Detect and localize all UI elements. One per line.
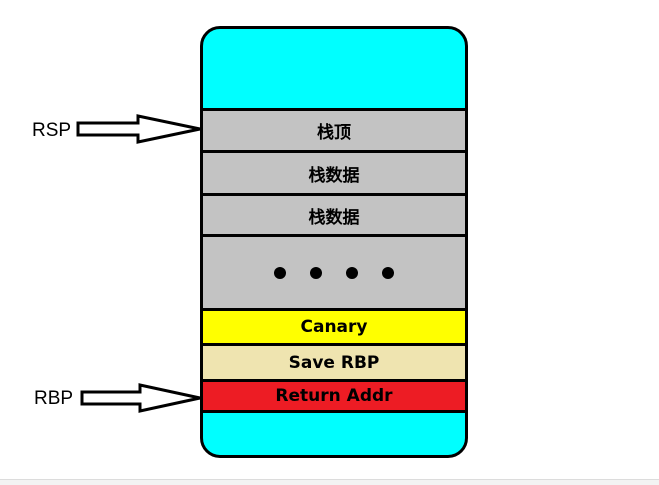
save-rbp-cell: Save RBP <box>203 346 465 379</box>
bottom-edge-strip <box>0 479 659 485</box>
return-addr-label: Return Addr <box>275 386 393 406</box>
canary-cell: Canary <box>203 311 465 343</box>
stack-data-label-2: 栈数据 <box>308 207 360 228</box>
canary-label: Canary <box>300 317 368 337</box>
rsp-label: RSP <box>32 120 72 141</box>
stack-data-label-1: 栈数据 <box>308 165 360 186</box>
stack-divider <box>203 379 465 382</box>
stack-bottom-free-space <box>203 413 465 455</box>
stack-top-cell: 栈顶 <box>203 111 465 150</box>
return-addr-cell: Return Addr <box>203 382 465 410</box>
stack-divider <box>203 150 465 153</box>
stack-divider <box>203 308 465 311</box>
stack-divider <box>203 193 465 196</box>
stack-divider <box>203 108 465 111</box>
stack-top-free-space <box>203 29 465 108</box>
stack-data-cell-2: 栈数据 <box>203 196 465 234</box>
stack-divider <box>203 234 465 237</box>
ellipsis-dots-icon <box>274 266 394 279</box>
stack-top-label: 栈顶 <box>317 123 351 143</box>
stack-frame: 栈顶 栈数据 栈数据 Canary Save RBP Return Addr <box>200 26 468 458</box>
save-rbp-label: Save RBP <box>288 352 380 373</box>
stack-divider <box>203 343 465 346</box>
stack-data-cell-1: 栈数据 <box>203 153 465 193</box>
stack-ellipsis-cell <box>203 237 465 308</box>
rsp-arrow-icon <box>76 114 201 144</box>
rbp-label: RBP <box>34 388 74 409</box>
rbp-arrow-icon <box>80 383 201 413</box>
stack-divider <box>203 410 465 413</box>
